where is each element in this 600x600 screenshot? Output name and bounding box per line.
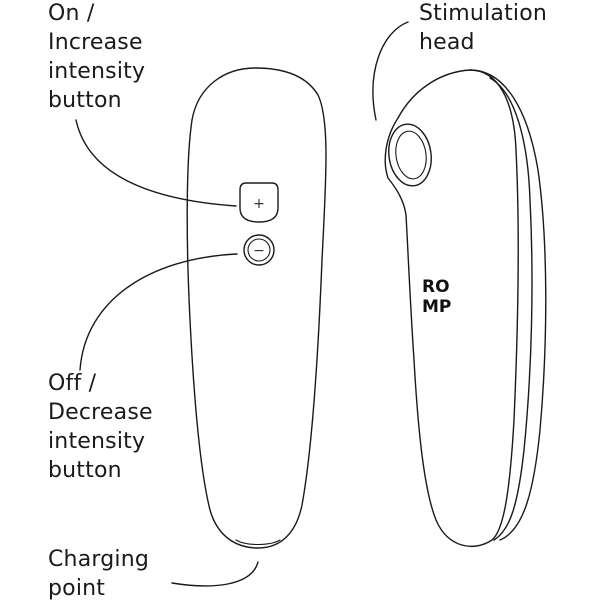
minus-icon: − [253,243,265,259]
device-side-body [384,69,519,548]
device-side-back-shell [469,69,547,541]
label-line: point [48,576,105,600]
stimulation-head-outer [388,123,432,187]
logo-line: MP [422,297,451,317]
leader-line-stimulation-head [372,21,409,121]
label-line: Decrease [48,400,153,425]
minus-button-ring [247,238,271,262]
charging-point-detail [235,539,281,546]
device-front-view: + − [186,67,327,549]
leader-line-on-button [75,119,237,207]
label-line: button [48,458,122,483]
increase-intensity-button[interactable]: + [239,182,279,223]
label-line: button [48,88,122,113]
label-line: intensity [48,59,145,84]
stimulation-head-inner [395,130,427,180]
label-off-decrease-button: Off / Decrease intensity button [48,371,153,483]
label-stimulation-head: Stimulation head [419,1,547,55]
device-side-back-inner [489,77,533,541]
plus-button-shape [239,182,279,223]
leader-line-charging-point [171,561,259,587]
decrease-intensity-button[interactable]: − [243,234,275,266]
label-charging-point: Charging point [48,547,149,600]
logo-line: RO [422,277,450,297]
label-line: head [419,30,475,55]
label-line: intensity [48,429,145,454]
label-line: Charging [48,547,149,572]
label-line: Increase [48,30,143,55]
label-on-increase-button: On / Increase intensity button [48,1,145,113]
minus-button-shape [243,234,275,266]
label-line: Stimulation [419,1,547,26]
brand-logo: RO MP [422,277,451,317]
leader-line-off-button [79,253,238,371]
label-line: On / [48,1,95,26]
device-front-body [186,67,327,549]
device-side-view: RO MP [384,69,547,548]
plus-icon: + [253,196,265,212]
label-line: Off / [48,371,97,396]
